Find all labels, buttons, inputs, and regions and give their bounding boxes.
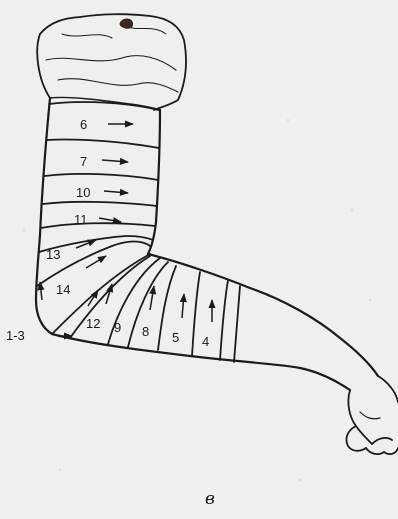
arrow-11 (99, 218, 121, 222)
direction-arrows (40, 124, 212, 336)
arrow-13b (86, 256, 106, 268)
arrow-5 (182, 294, 184, 318)
ink-spot (120, 19, 134, 29)
turn-labels: 6 7 10 11 13 14 1-3 12 9 8 5 4 (6, 117, 209, 349)
turn-label: 12 (86, 316, 100, 331)
shoulder-sleeve (37, 14, 186, 110)
arrow-14 (40, 282, 42, 300)
turn-label: 11 (74, 212, 88, 227)
turn-label: 6 (80, 117, 87, 132)
turn-label: 10 (76, 185, 90, 200)
arrow-8 (150, 286, 154, 310)
figure-caption: в (205, 489, 215, 509)
turn-label: 4 (202, 334, 209, 349)
arrow-7 (102, 160, 128, 162)
turn-label: 13 (46, 247, 60, 262)
turn-label: 7 (80, 154, 87, 169)
turn-label: 5 (172, 330, 179, 345)
hand-outline (346, 376, 398, 454)
turn-label: 1-3 (6, 328, 25, 343)
arrow-10 (104, 191, 128, 193)
turn-label: 14 (56, 282, 70, 297)
arrow-9 (106, 284, 112, 304)
turn-label: 9 (114, 320, 121, 335)
turn-label: 8 (142, 324, 149, 339)
